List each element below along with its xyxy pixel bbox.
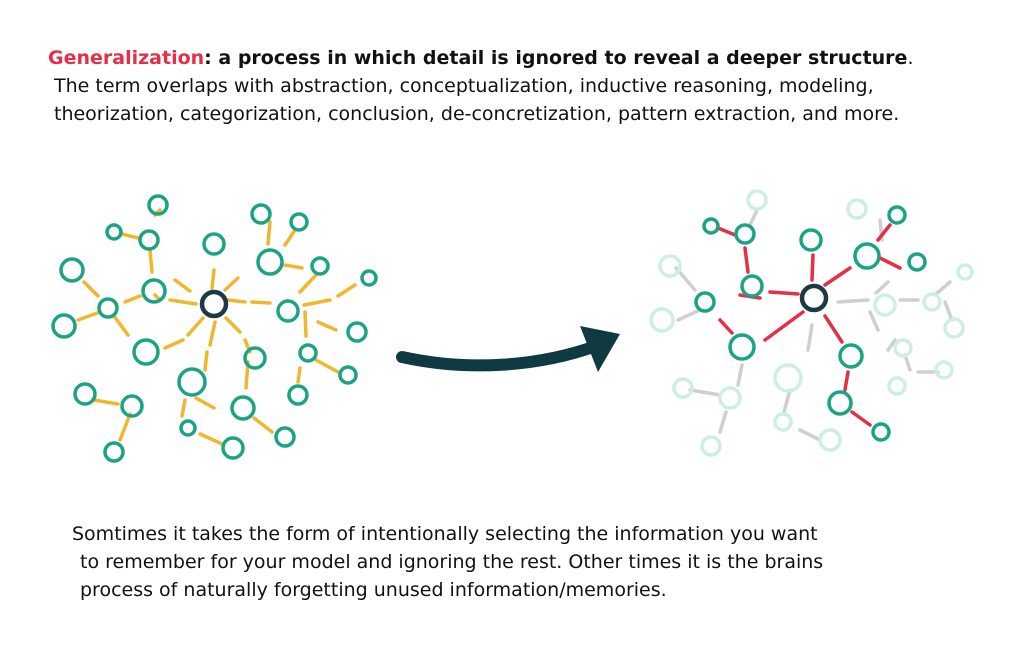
- center-node: [799, 283, 829, 313]
- kept-edges: [716, 223, 902, 427]
- definition-period: .: [907, 47, 914, 69]
- generalized-network: [649, 189, 974, 457]
- network-edges: [76, 208, 357, 446]
- footer-line-3: process of naturally forgetting unused i…: [80, 579, 667, 601]
- full-network: [51, 194, 378, 463]
- generalization-diagram: [51, 189, 974, 463]
- faded-nodes: [649, 189, 974, 457]
- header: Generalization: a process in which detai…: [48, 44, 1008, 128]
- center-node: [199, 289, 229, 319]
- description-line-1: The term overlaps with abstraction, conc…: [54, 75, 874, 97]
- right-arrow-icon: [396, 326, 620, 372]
- term-generalization: Generalization: [48, 47, 205, 69]
- footer-line-1: Somtimes it takes the form of intentiona…: [72, 523, 818, 545]
- footer-line-2: to remember for your model and ignoring …: [80, 551, 824, 573]
- definition-text: : a process in which detail is ignored t…: [204, 47, 908, 69]
- definition-line: Generalization: a process in which detai…: [48, 44, 1008, 72]
- description-line-2: theorization, categorization, conclusion…: [54, 103, 900, 125]
- network-nodes: [51, 194, 378, 463]
- faded-edges: [674, 208, 954, 442]
- footer-text: Somtimes it takes the form of intentiona…: [72, 520, 972, 604]
- kept-nodes: [694, 205, 927, 442]
